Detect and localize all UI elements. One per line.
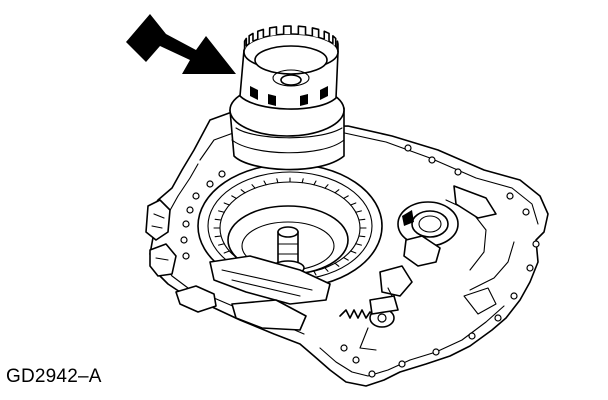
pocket-spline-tooth xyxy=(240,189,246,194)
pocket-spline-tooth xyxy=(313,180,317,186)
pocket-spline-tooth xyxy=(350,250,357,254)
pocket-spline-tooth xyxy=(231,195,237,199)
ring-tooth xyxy=(297,25,307,35)
pocket-spline-tooth xyxy=(358,235,366,238)
pocket-spline-tooth xyxy=(223,202,230,206)
left-casting-detail xyxy=(145,199,217,313)
pocket-spline-tooth xyxy=(251,184,256,189)
pocket-spline-tooth xyxy=(214,235,222,238)
pocket-spline-tooth xyxy=(358,218,366,221)
figure-id-label: GD2942–A xyxy=(6,366,102,387)
pocket-spline-tooth xyxy=(343,257,349,261)
pocket-spline-tooth xyxy=(301,178,304,184)
pocket-spline-tooth xyxy=(223,250,230,254)
pocket-spline-tooth xyxy=(355,210,362,213)
ring-tooth xyxy=(243,37,248,50)
pocket-spline-tooth xyxy=(343,195,349,199)
pocket-spline-tooth xyxy=(276,178,279,184)
valve-body xyxy=(209,255,399,351)
pocket-spline-tooth xyxy=(324,267,329,272)
pocket-spline-tooth xyxy=(355,243,362,246)
pocket-spline-tooth xyxy=(214,218,222,221)
clutch-cylinder-assembly xyxy=(229,25,345,171)
pocket-spline-tooth xyxy=(334,189,340,194)
ring-tooth xyxy=(256,28,265,40)
pocket-spline-tooth xyxy=(350,202,357,206)
pocket-spline-tooth xyxy=(313,270,317,276)
pocket-spline-tooth xyxy=(218,243,225,246)
pocket-spline-tooth xyxy=(263,180,267,186)
pocket-spline-tooth xyxy=(218,210,225,213)
ring-tooth xyxy=(323,30,330,42)
ring-tooth xyxy=(332,35,337,47)
ring-tooth xyxy=(311,27,320,38)
pocket-spline-tooth xyxy=(334,262,340,267)
pocket-spline-tooth xyxy=(324,184,329,189)
ring-tooth xyxy=(248,32,254,44)
ring-tooth xyxy=(282,25,292,35)
ring-tooth xyxy=(268,26,278,36)
right-bearing xyxy=(379,185,515,315)
ring-tooth xyxy=(336,40,339,52)
pointer-arrow-icon xyxy=(126,14,236,74)
